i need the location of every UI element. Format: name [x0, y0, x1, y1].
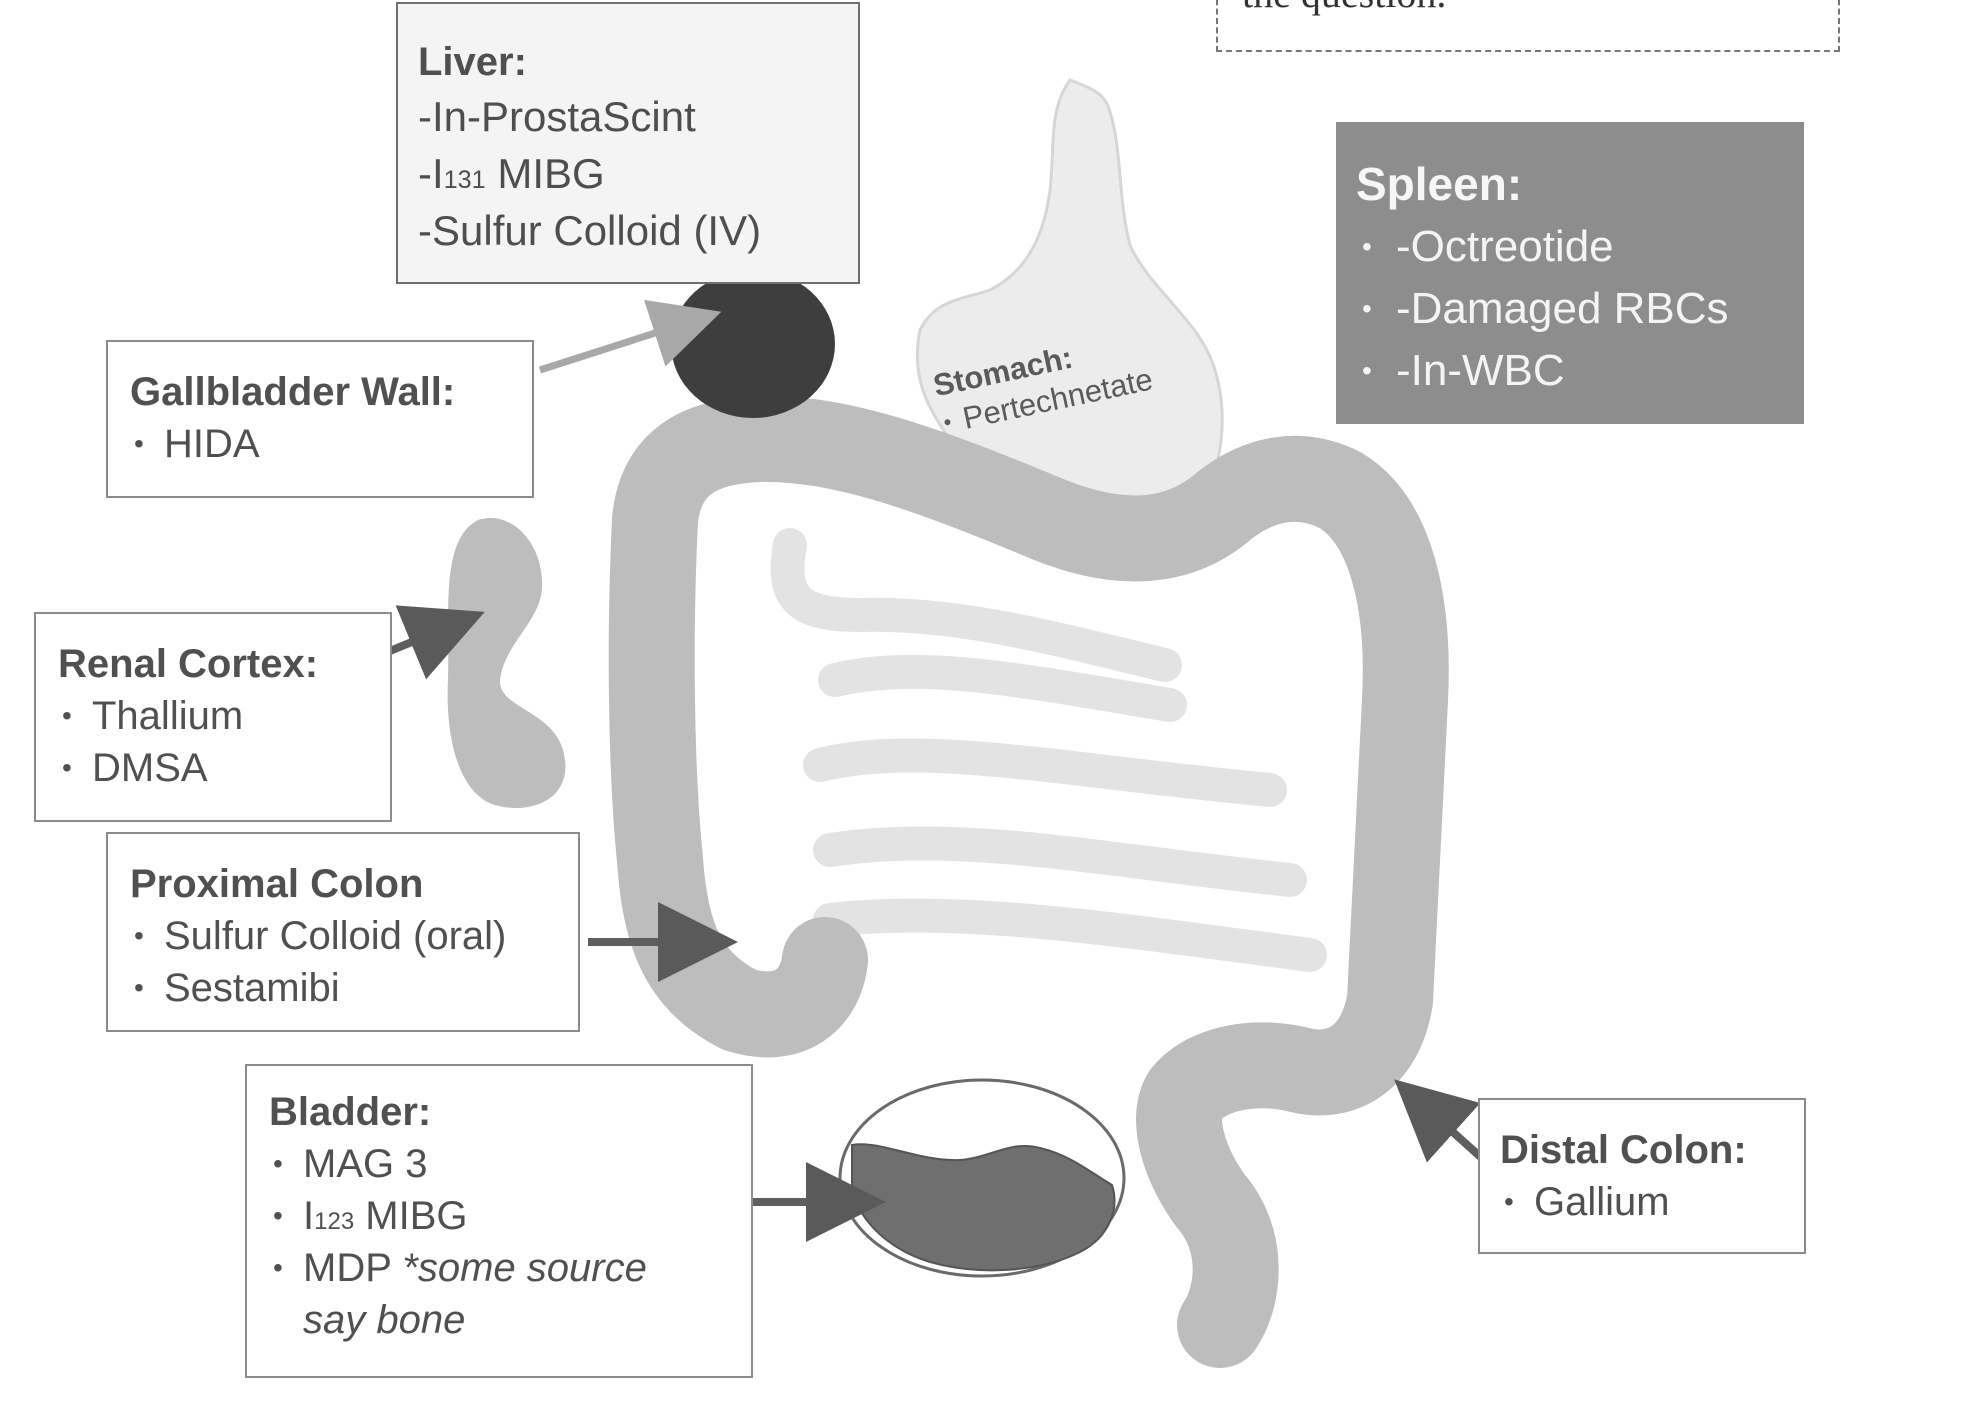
top-note-text: the question. [1242, 0, 1446, 17]
renal-cortex-label-box: Renal Cortex: Thallium DMSA [34, 612, 392, 822]
proximal-item: Sestamibi [130, 962, 566, 1014]
i131-prefix: -I [418, 150, 444, 197]
liver-list: -In-ProstaScint -I131 MIBG -Sulfur Collo… [418, 88, 836, 259]
gallbladder-title: Gallbladder Wall: [130, 370, 456, 414]
spleen-list: -Octreotide -Damaged RBCs -In-WBC [1356, 216, 1786, 402]
distal-colon-label-box: Distal Colon: Gallium [1478, 1098, 1806, 1254]
renal-item: DMSA [58, 742, 378, 794]
mdp-note: *some source [402, 1246, 647, 1290]
mdp-note-cont: say bone [303, 1298, 466, 1342]
gallbladder-wall-label-box: Gallbladder Wall: HIDA [106, 340, 534, 498]
proximal-title: Proximal Colon [130, 862, 424, 906]
mibg-label: MIBG [365, 1194, 468, 1238]
liver-label-box: Liver: -In-ProstaScint -I131 MIBG -Sulfu… [396, 2, 860, 284]
spleen-item: -Damaged RBCs [1356, 278, 1786, 340]
distal-list: Gallium [1500, 1176, 1792, 1228]
bladder-item: I123 MIBG [269, 1190, 739, 1242]
spleen-label-box: Spleen: -Octreotide -Damaged RBCs -In-WB… [1336, 122, 1804, 424]
renal-item: Thallium [58, 690, 378, 742]
bladder-organ [838, 1078, 1126, 1278]
mdp-label: MDP [303, 1246, 392, 1290]
gallbladder-arrow [538, 299, 722, 374]
distal-title: Distal Colon: [1500, 1128, 1747, 1172]
gallbladder-list: HIDA [130, 418, 514, 470]
liver-title: Liver: [418, 40, 527, 84]
kidney-shape [447, 518, 566, 808]
bladder-label-box: Bladder: MAG 3 I123 MIBG MDP *some sourc… [245, 1064, 753, 1378]
distal-item: Gallium [1500, 1176, 1792, 1228]
spleen-item: -Octreotide [1356, 216, 1786, 278]
bladder-item: MDP *some source say bone [269, 1242, 739, 1346]
i123-prefix: I [303, 1194, 315, 1238]
bladder-list: MAG 3 I123 MIBG MDP *some source say bone [269, 1138, 739, 1346]
bladder-title: Bladder: [269, 1090, 432, 1134]
liver-organ [671, 270, 835, 418]
renal-title: Renal Cortex: [58, 642, 319, 686]
bladder-item: MAG 3 [269, 1138, 739, 1190]
renal-list: Thallium DMSA [58, 690, 378, 794]
small-intestine [770, 528, 1327, 972]
proximal-item: Sulfur Colloid (oral) [130, 910, 566, 962]
proximal-list: Sulfur Colloid (oral) Sestamibi [130, 910, 566, 1014]
mibg-label: MIBG [497, 150, 605, 197]
colon [608, 395, 1449, 1368]
top-note-box: the question. [1216, 0, 1840, 52]
spleen-item: -In-WBC [1356, 340, 1786, 402]
i123-isotope: 123 [314, 1208, 355, 1235]
distal-colon-arrow [1394, 1079, 1487, 1163]
liver-item: -I131 MIBG [418, 145, 836, 202]
liver-item: -Sulfur Colloid (IV) [418, 207, 762, 254]
spleen-title: Spleen: [1356, 158, 1523, 210]
liver-item: -In-ProstaScint [418, 93, 696, 140]
proximal-colon-label-box: Proximal Colon Sulfur Colloid (oral) Ses… [106, 832, 580, 1032]
i131-isotope: 131 [443, 166, 486, 194]
gallbladder-item: HIDA [130, 418, 514, 470]
